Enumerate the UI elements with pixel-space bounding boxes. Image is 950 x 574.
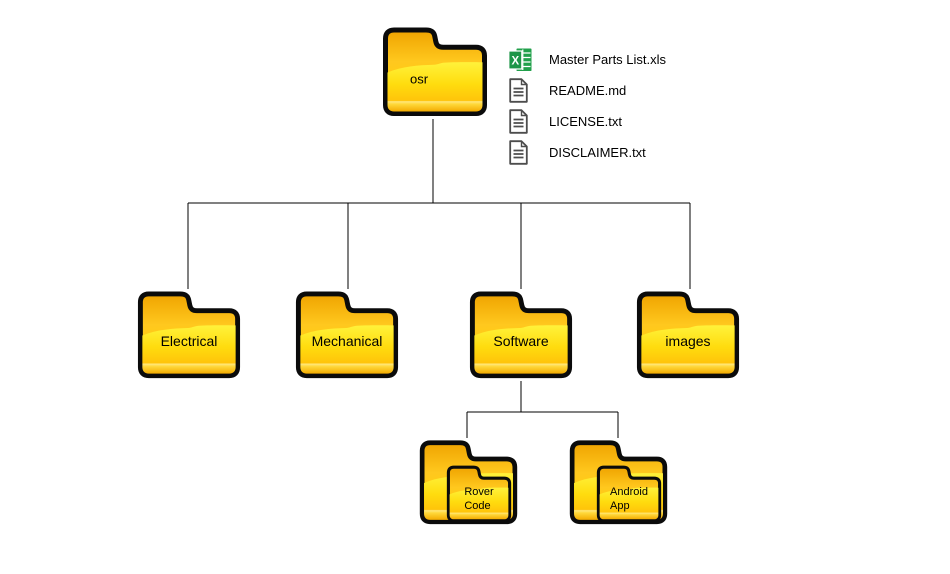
folder-node-software[interactable]: Software bbox=[467, 289, 575, 381]
folder-node-android-app[interactable]: Android App bbox=[567, 438, 670, 527]
folder-node-rover-code[interactable]: Rover Code bbox=[417, 438, 520, 527]
nested-folder-icon: Android App bbox=[595, 464, 663, 524]
folder-label: images bbox=[665, 333, 711, 350]
document-file-icon bbox=[508, 140, 534, 165]
folder-node-mechanical[interactable]: Mechanical bbox=[293, 289, 401, 381]
nested-folder-icon: Rover Code bbox=[445, 464, 513, 524]
folder-label: Android App bbox=[610, 486, 648, 512]
root-file-list: Master Parts List.xls README.md LICENSE.… bbox=[508, 47, 666, 171]
folder-label: Software bbox=[493, 333, 549, 350]
folder-label: Electrical bbox=[160, 333, 218, 350]
document-file-icon bbox=[508, 109, 534, 134]
file-name: DISCLAIMER.txt bbox=[549, 145, 646, 160]
file-name: Master Parts List.xls bbox=[549, 52, 667, 67]
folder-node-images[interactable]: images bbox=[634, 289, 742, 381]
file-name: LICENSE.txt bbox=[549, 114, 622, 129]
folder-label: osr bbox=[409, 71, 429, 87]
folder-label: Mechanical bbox=[311, 333, 383, 350]
file-row[interactable]: Master Parts List.xls bbox=[508, 47, 666, 72]
document-file-icon bbox=[508, 78, 534, 103]
file-row[interactable]: README.md bbox=[508, 78, 666, 103]
folder-label: Rover Code bbox=[464, 486, 494, 512]
folder-node-osr[interactable]: osr bbox=[380, 25, 490, 119]
file-name: README.md bbox=[549, 83, 627, 98]
excel-file-icon bbox=[508, 47, 534, 72]
folder-node-electrical[interactable]: Electrical bbox=[135, 289, 243, 381]
file-row[interactable]: DISCLAIMER.txt bbox=[508, 140, 666, 165]
file-row[interactable]: LICENSE.txt bbox=[508, 109, 666, 134]
